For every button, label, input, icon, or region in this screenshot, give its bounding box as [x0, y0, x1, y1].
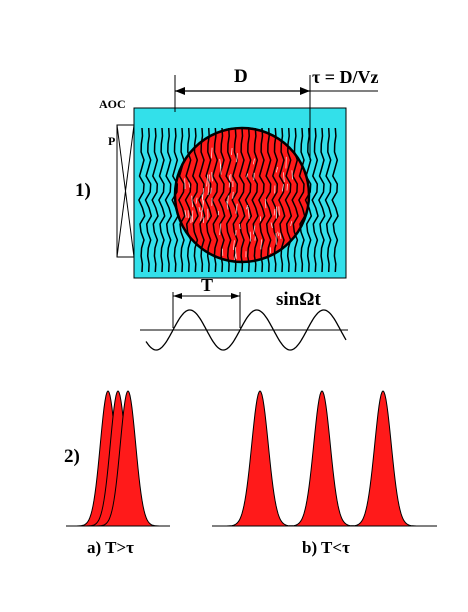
pulse — [338, 390, 428, 527]
sine-wave — [145, 309, 347, 351]
speckle-mark — [286, 183, 288, 191]
speckle-mark — [277, 231, 280, 237]
speckle-mark — [211, 172, 213, 182]
acoustic-wavefront — [324, 127, 333, 273]
acoustic-wavefront — [318, 127, 326, 273]
acoustic-wavefront — [184, 127, 193, 273]
speckle-mark — [208, 174, 210, 185]
acoustic-wavefront — [244, 127, 253, 273]
speckle-mark — [191, 210, 194, 222]
speckle-mark — [236, 153, 238, 163]
speckle-mark — [210, 187, 212, 194]
acoustic-wavefront — [311, 127, 319, 273]
acoustic-wavefront — [144, 127, 153, 273]
acoustic-wavefront — [224, 127, 233, 273]
pulse — [277, 390, 367, 527]
acoustic-wavefront — [151, 127, 159, 273]
speckle-mark — [278, 206, 280, 216]
speckle-mark — [283, 172, 285, 183]
speckle-mark — [207, 184, 210, 196]
acoustic-wavefront — [298, 127, 306, 273]
speckle-mark — [281, 184, 284, 192]
speckle-mark — [239, 224, 241, 230]
speckle-mark — [202, 216, 204, 223]
overlapping-pulses — [66, 390, 170, 527]
speckle-mark — [252, 158, 255, 165]
speckle-mark — [200, 209, 203, 221]
acoustic-wavefront — [164, 127, 173, 273]
speckle-mark — [201, 200, 205, 211]
acoustic-wavefront — [271, 127, 279, 273]
speckle-mark — [231, 148, 233, 155]
speckle-mark — [232, 191, 234, 199]
speckle-mark — [201, 194, 204, 205]
modulation-signal: T sinΩt — [140, 275, 348, 351]
p-label: P — [108, 134, 115, 148]
tau-formula: τ = D/Vz — [312, 67, 379, 87]
speckle-mark — [191, 195, 193, 208]
acoustic-wavefront — [138, 127, 146, 273]
aoc-panel: D τ = D/Vz AOC P 1) — [75, 66, 379, 279]
speckle-mark — [260, 239, 262, 250]
speckle-mark — [253, 225, 256, 235]
pulse — [215, 390, 305, 527]
speckle-mark — [264, 198, 267, 209]
acoustic-wave-pattern — [138, 127, 339, 273]
speckle-mark — [254, 236, 256, 241]
speckle-mark — [275, 167, 278, 173]
speckle-mark — [270, 222, 273, 229]
acoustic-wavefront — [218, 127, 226, 273]
aoc-label: AOC — [99, 97, 126, 111]
speckle-mark — [232, 240, 235, 251]
acoustic-wavefront — [331, 127, 339, 273]
beam-speckle — [184, 147, 293, 261]
acoustic-wavefront — [251, 127, 259, 273]
speckle-mark — [219, 223, 222, 235]
acoustic-wavefront — [258, 127, 266, 273]
separated-pulses — [215, 390, 428, 527]
speckle-mark — [195, 197, 198, 204]
speckle-mark — [247, 206, 250, 219]
case-a-label: a) T>τ — [87, 538, 134, 557]
speckle-mark — [234, 253, 237, 261]
d-dimension — [174, 75, 378, 160]
transducer-p — [116, 124, 135, 258]
speckle-mark — [273, 208, 276, 216]
speckle-mark — [210, 147, 213, 159]
pulse-panel: 2) a) T>τ b) T<τ — [64, 390, 437, 557]
speckle-mark — [220, 164, 222, 175]
speckle-mark — [246, 173, 248, 178]
speckle-mark — [234, 247, 237, 259]
speckle-mark — [291, 170, 293, 180]
part-1-label: 1) — [75, 180, 91, 201]
d-label: D — [234, 66, 248, 87]
speckle-mark — [227, 195, 229, 204]
speckle-mark — [290, 221, 293, 226]
part-2-label: 2) — [64, 446, 80, 467]
acoustic-wavefront — [238, 127, 246, 273]
speckle-mark — [228, 175, 231, 181]
speckle-mark — [279, 232, 282, 239]
speckle-mark — [249, 231, 252, 242]
speckle-mark — [188, 182, 191, 188]
acoustic-wavefront — [284, 127, 293, 273]
light-beam-outline — [173, 126, 311, 264]
case-b-label: b) T<τ — [302, 538, 350, 557]
acoustic-wavefront — [178, 127, 186, 273]
speckle-mark — [226, 200, 229, 210]
speckle-mark — [235, 230, 237, 236]
acoustic-wavefront — [171, 127, 179, 273]
speckle-mark — [184, 210, 187, 218]
acoustic-wavefront — [204, 127, 213, 273]
speckle-mark — [235, 203, 238, 214]
speckle-mark — [206, 174, 209, 187]
t-label: T — [201, 275, 213, 295]
speckle-mark — [198, 207, 201, 213]
acoustic-wavefront — [158, 127, 166, 273]
sine-label: sinΩt — [276, 289, 321, 310]
acoustic-wavefront — [304, 127, 313, 273]
speckle-mark — [246, 204, 249, 210]
